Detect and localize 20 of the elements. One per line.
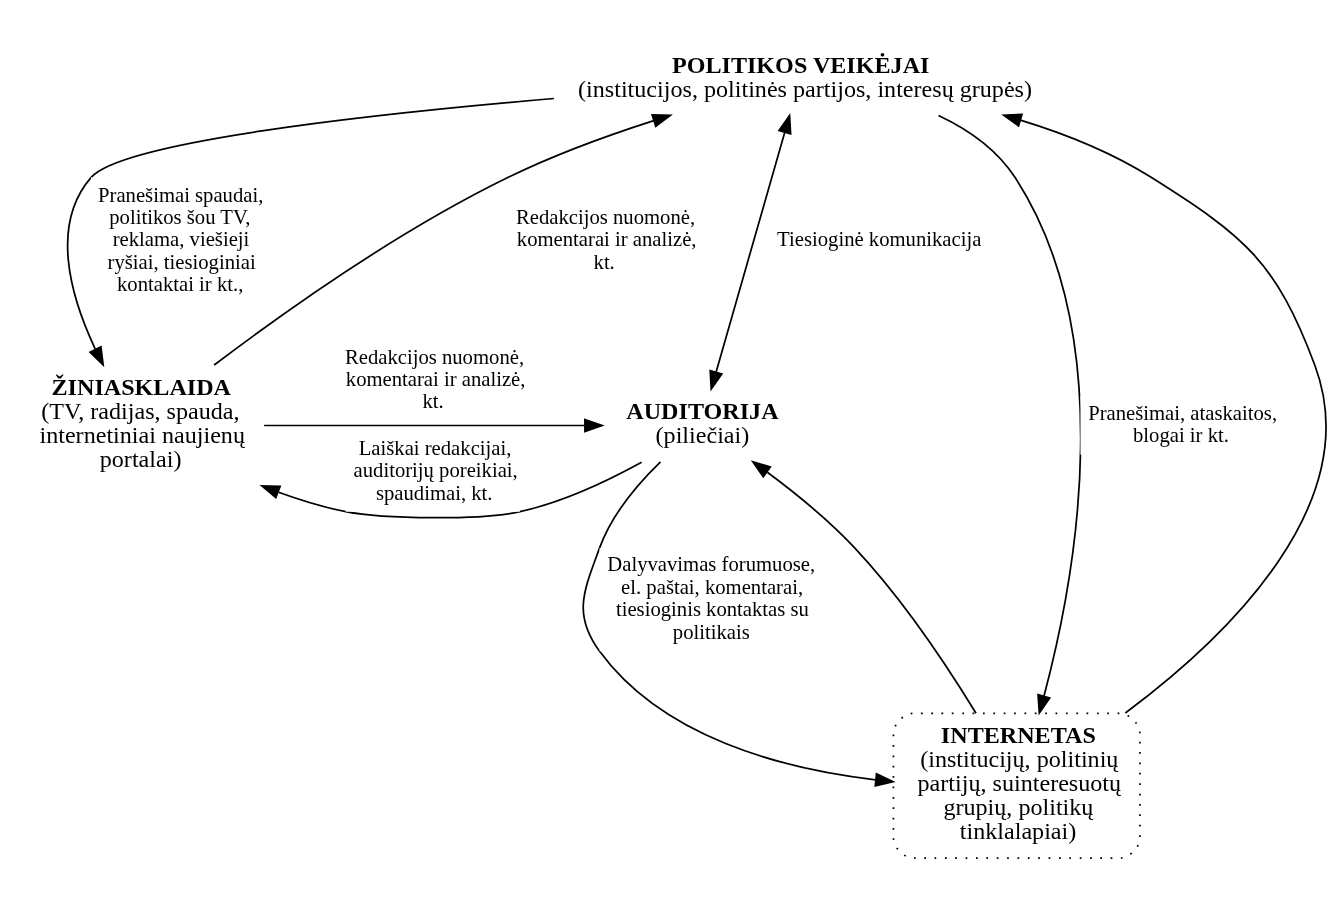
arrow	[582, 460, 896, 787]
node-text: POLITIKOS VEIKĖJAI (institucijos, politinės partijos, interesų grupės)	[578, 51, 1033, 102]
node-text: AUDITORIJA (piliečiai)	[626, 397, 779, 448]
edge-label: Dalyvavimas forumuose, el. paštai, komentarai, tiesioginis kontaktas su politikais	[607, 552, 816, 643]
arrow	[750, 459, 977, 714]
arrow	[937, 114, 1082, 715]
edge-label: Laiškai redakcijai, auditorijų poreikiai, spaudimai, kt.	[353, 436, 518, 504]
arrow	[259, 460, 643, 519]
edge-label: Redakcijos nuomonė, komentarai ir analizė, kt.	[516, 205, 697, 273]
arrow	[66, 97, 555, 367]
arrow	[213, 113, 673, 366]
arrow	[709, 112, 792, 391]
node-box: INTERNETAS (institucijų, politinių partijų, suinteresuotų grupių, politikų tinklalapiai)	[892, 711, 1141, 859]
edge-label: Pranešimai spaudai, politikos šou TV, reklama, viešieji ryšiai, tiesioginiai kontaktai ir kt.,	[98, 183, 264, 295]
arrow	[1001, 112, 1327, 714]
arrow	[263, 417, 605, 433]
edge-label: Tiesioginė komunikacija	[777, 227, 982, 250]
edge-label: Pranešimai, ataskaitos, blogai ir kt.	[1088, 401, 1278, 446]
node-text: ŽINIASKLAIDA (TV, radijas, spauda, internetiniai naujienų portalai)	[39, 373, 245, 472]
edge-label: Redakcijos nuomonė, komentarai ir analizė, kt.	[344, 345, 526, 412]
